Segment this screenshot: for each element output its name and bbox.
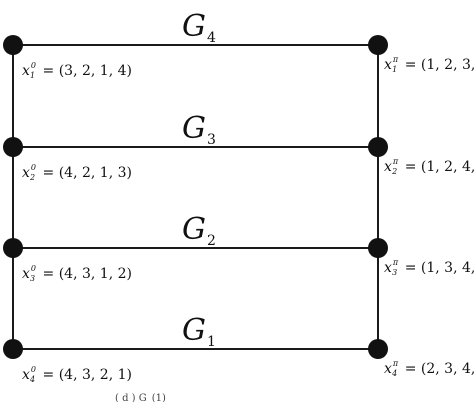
start-vertex-label-1-value: = (3, 2, 1, 4): [38, 63, 132, 79]
end-vertex-label-3-superscript: π: [392, 258, 399, 267]
end-vertex-label-3-value: = (1, 3, 4, 2): [400, 260, 474, 276]
start-vertex-label-1-superscript: 0: [31, 61, 36, 70]
start-vertex-label-4-superscript: 0: [31, 365, 36, 374]
end-vertex-label-4-superscript: π: [392, 359, 399, 368]
start-vertex-label-1-subscript: 1: [30, 71, 35, 80]
end-vertex-label-1-symbol: x: [384, 57, 392, 73]
end-vertex-4: [368, 339, 388, 359]
end-vertex-1: [368, 35, 388, 55]
start-vertex-label-4-subscript: 4: [29, 375, 35, 384]
graph-label-g3: G3: [182, 111, 216, 148]
start-vertex-label-4-value: = (4, 3, 2, 1): [38, 367, 132, 383]
end-vertex-label-2-subscript: 2: [391, 167, 397, 176]
graph-label-name: G: [182, 313, 206, 348]
end-vertex-label-2-symbol: x: [384, 159, 392, 175]
start-vertex-4: [3, 339, 23, 359]
graph-label-index: 2: [207, 233, 216, 249]
graph-label-index: 1: [207, 334, 216, 350]
end-vertex-label-4-value: = (2, 3, 4, 1): [400, 361, 474, 377]
end-vertex-label-3-symbol: x: [384, 260, 392, 276]
start-vertex-2: [3, 137, 23, 157]
end-vertex-2: [368, 137, 388, 157]
start-vertex-label-1-symbol: x: [22, 63, 30, 79]
end-vertex-label-4-subscript: 4: [391, 369, 397, 378]
graph-label-name: G: [182, 111, 206, 146]
end-vertex-label-1-superscript: π: [392, 55, 399, 64]
end-vertex-label-2: xπ2 = (1, 2, 4, 3): [384, 157, 474, 176]
graph-label-name: G: [182, 212, 206, 247]
end-vertex-label-1-subscript: 1: [392, 65, 397, 74]
start-vertex-label-3-superscript: 0: [31, 264, 36, 273]
start-vertex-label-2-symbol: x: [22, 165, 30, 181]
end-vertex-label-3-subscript: 3: [392, 268, 397, 277]
end-vertex-3: [368, 238, 388, 258]
start-vertex-label-2-value: = (4, 2, 1, 3): [38, 165, 132, 181]
end-vertex-label-1-value: = (1, 2, 3, 4): [400, 57, 474, 73]
start-vertex-label-4-symbol: x: [22, 367, 30, 383]
graph-label-g4: G4: [182, 9, 216, 46]
start-vertex-label-3-value: = (4, 3, 1, 2): [38, 266, 132, 282]
start-vertex-1: [3, 35, 23, 55]
end-vertex-label-4: xπ4 = (2, 3, 4, 1): [384, 359, 474, 378]
graph-label-name: G: [182, 9, 206, 44]
graph-label-index: 4: [207, 30, 216, 46]
end-vertex-label-2-superscript: π: [392, 157, 399, 166]
figure-caption: ( d ) G_(1): [115, 393, 166, 402]
start-vertex-label-2-subscript: 2: [29, 173, 35, 182]
start-vertex-label-3-subscript: 3: [30, 274, 35, 283]
graph-label-g2: G2: [182, 212, 216, 249]
end-vertex-label-1: xπ1 = (1, 2, 3, 4): [384, 55, 474, 74]
start-vertex-3: [3, 238, 23, 258]
end-vertex-label-3: xπ3 = (1, 3, 4, 2): [384, 258, 474, 277]
start-vertex-label-3-symbol: x: [22, 266, 30, 282]
graph-label-g1: G1: [182, 313, 216, 350]
end-vertex-label-2-value: = (1, 2, 4, 3): [400, 159, 474, 175]
end-vertex-label-4-symbol: x: [384, 361, 392, 377]
start-vertex-label-2-superscript: 0: [31, 163, 36, 172]
graph-label-index: 3: [207, 132, 216, 148]
